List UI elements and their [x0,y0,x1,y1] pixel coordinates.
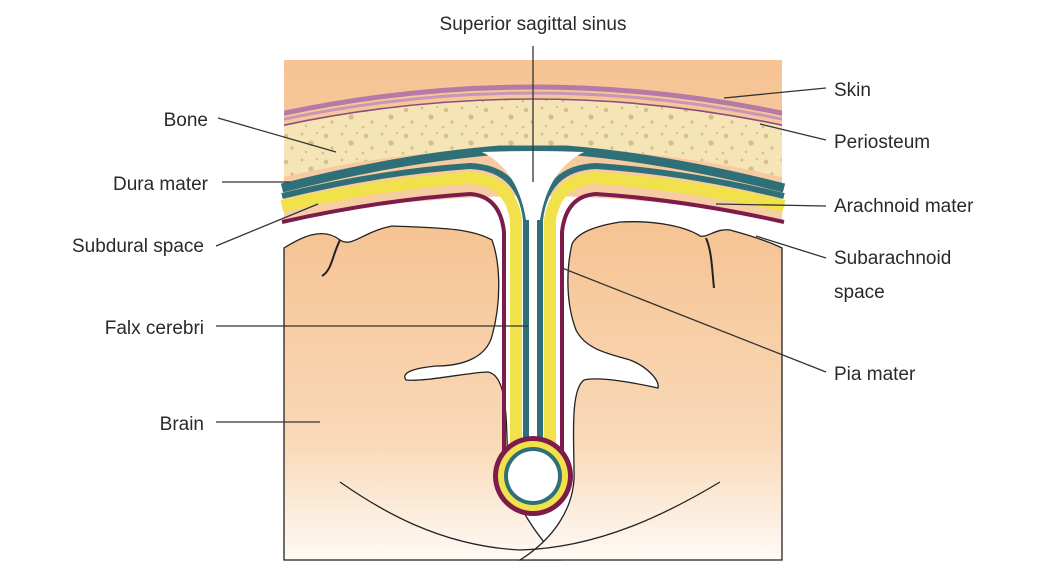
label-superior-sagittal-sinus: Superior sagittal sinus [440,14,627,35]
label-subarachnoid-space-2: space [834,282,885,303]
label-brain: Brain [160,414,204,435]
label-subdural-space: Subdural space [72,236,204,257]
label-falx-cerebri: Falx cerebri [105,318,204,339]
label-dura-mater: Dura mater [113,174,209,195]
label-subarachnoid-space-1: Subarachnoid [834,248,951,269]
label-bone: Bone [164,110,208,131]
label-pia-mater: Pia mater [834,364,916,385]
label-arachnoid-mater: Arachnoid mater [834,196,974,217]
label-periosteum: Periosteum [834,132,930,153]
label-skin: Skin [834,80,871,101]
